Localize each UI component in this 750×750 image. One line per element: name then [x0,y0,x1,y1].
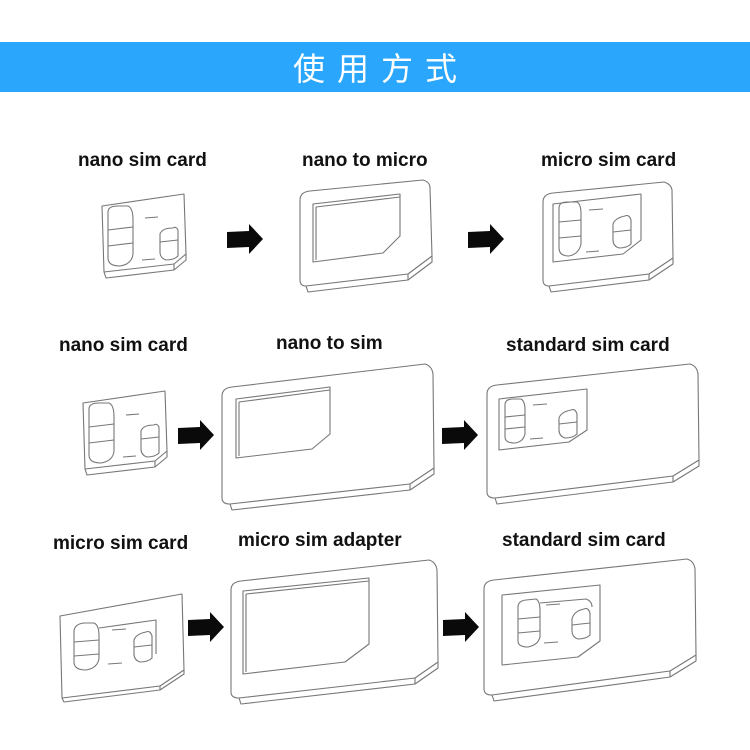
sim-chip-icon [73,619,157,671]
row1-adapter-label: nano to micro [302,150,428,171]
row2-from-label: nano sim card [59,335,188,356]
sim-chip-icon [558,201,632,257]
row3-adapter-label: micro sim adapter [238,530,402,551]
row1-result-label: micro sim card [541,150,677,171]
row2-result-label: standard sim card [506,335,670,356]
standard-sim-card-icon [483,558,697,702]
sim-chip-icon [88,402,160,464]
row1-from-label: nano sim card [78,150,207,171]
nano-to-sim-adapter-icon [221,363,435,511]
arrow-right-icon [468,224,504,254]
row3-from-label: micro sim card [53,533,189,554]
micro-sim-adapter-icon [230,559,439,705]
micro-sim-card-icon [542,181,674,293]
banner-title: 使用方式 [292,50,469,88]
header-banner: 使用方式 [0,42,750,92]
micro-sim-card-icon [59,593,185,703]
arrow-right-icon [442,420,478,450]
arrow-right-icon [178,420,214,450]
standard-sim-card-icon [486,363,700,505]
sim-chip-icon [517,598,593,648]
arrow-right-icon [188,612,224,642]
arrow-right-icon [227,224,263,254]
nano-sim-card-icon [101,193,187,279]
row2-adapter-label: nano to sim [276,333,383,354]
sim-chip-icon [504,398,578,444]
sim-chip-icon [107,205,179,267]
nano-sim-card-icon [82,390,168,476]
row3-result-label: standard sim card [502,530,666,551]
nano-to-micro-adapter-icon [299,179,433,293]
arrow-right-icon [443,612,479,642]
